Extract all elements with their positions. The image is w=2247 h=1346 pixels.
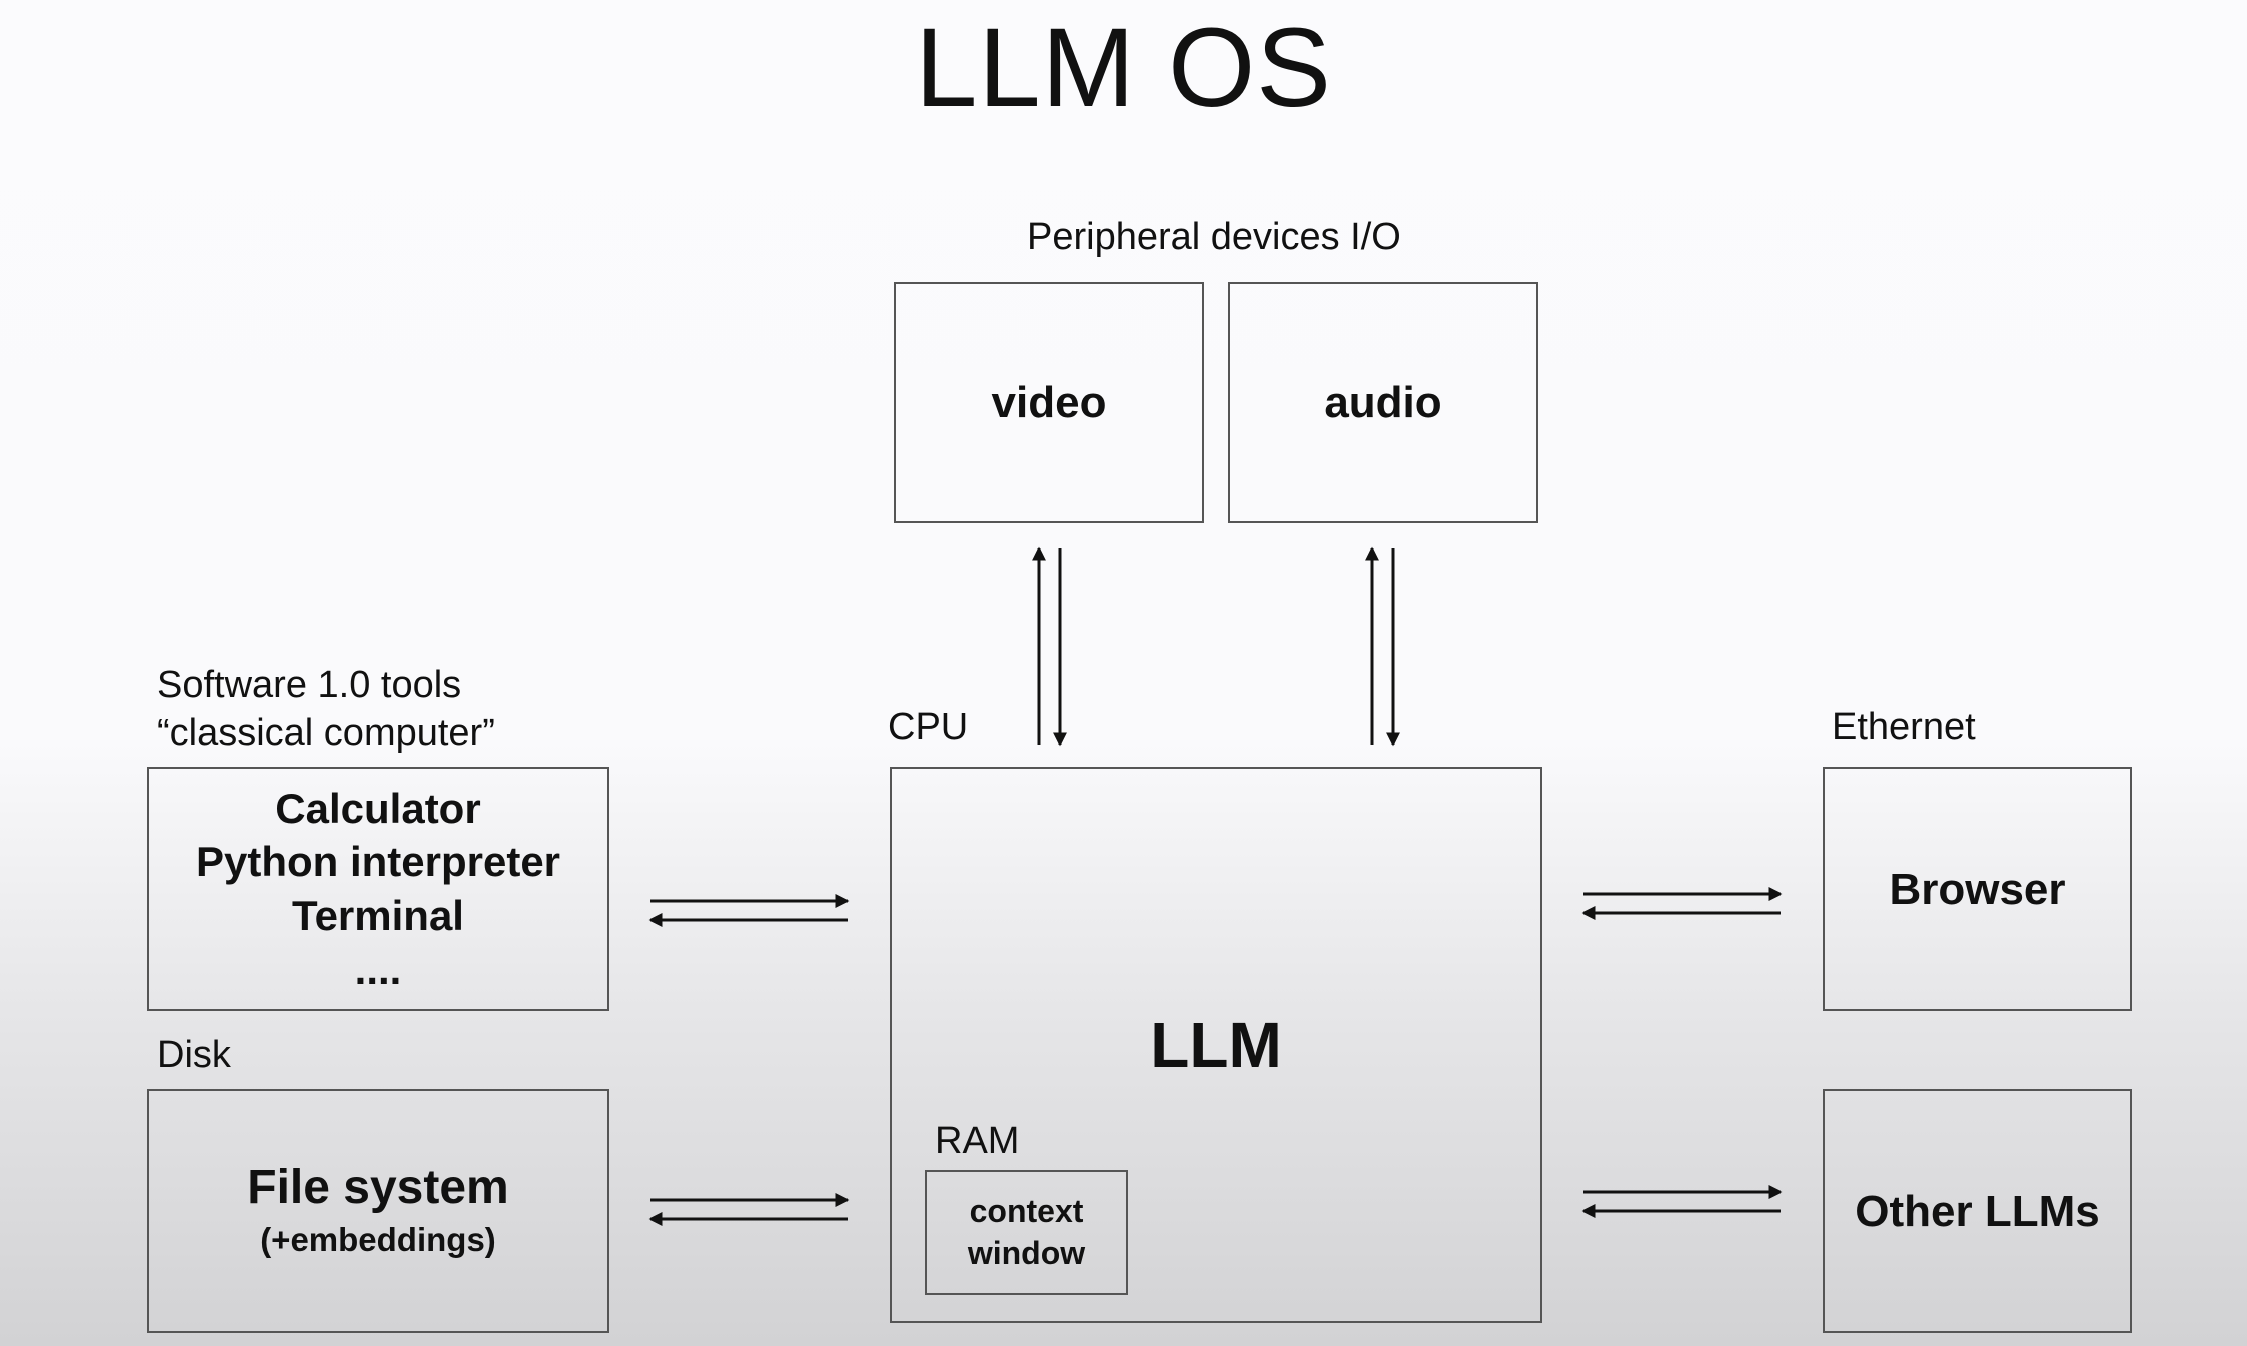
file-system-box: File system (+embeddings)	[147, 1089, 609, 1333]
file-system-subtitle: (+embeddings)	[260, 1220, 496, 1258]
other-llms-box: Other LLMs	[1823, 1089, 2132, 1333]
context-window-line1: context	[969, 1192, 1084, 1229]
software-label: Software 1.0 tools “classical computer”	[157, 662, 495, 757]
other-llms-label: Other LLMs	[1855, 1186, 2100, 1236]
peripheral-label: Peripheral devices I/O	[1027, 216, 1401, 258]
video-box: video	[894, 282, 1204, 523]
ethernet-label: Ethernet	[1832, 706, 1976, 748]
python-interpreter-item: Python interpreter	[195, 838, 561, 886]
ram-label: RAM	[935, 1120, 1020, 1162]
context-window-box: context window	[925, 1170, 1128, 1295]
software-label-line2: “classical computer”	[157, 711, 495, 754]
ellipsis-item: ....	[354, 945, 402, 993]
context-window-line2: window	[967, 1234, 1086, 1271]
audio-label: audio	[1324, 378, 1442, 427]
page-title: LLM OS	[915, 5, 1332, 130]
video-label: video	[991, 378, 1107, 427]
audio-box: audio	[1228, 282, 1538, 523]
calculator-item: Calculator	[275, 784, 481, 832]
software-label-line1: Software 1.0 tools	[157, 664, 462, 706]
terminal-item: Terminal	[292, 892, 464, 939]
llm-cpu-box: LLM	[890, 767, 1542, 1323]
cpu-label: CPU	[888, 706, 969, 748]
software-tools-box: Calculator Python interpreter Terminal .…	[147, 767, 609, 1011]
disk-label: Disk	[157, 1034, 231, 1076]
file-system-title: File system	[247, 1161, 509, 1215]
llm-label: LLM	[1150, 1009, 1282, 1081]
browser-label: Browser	[1889, 864, 2066, 914]
browser-box: Browser	[1823, 767, 2132, 1011]
